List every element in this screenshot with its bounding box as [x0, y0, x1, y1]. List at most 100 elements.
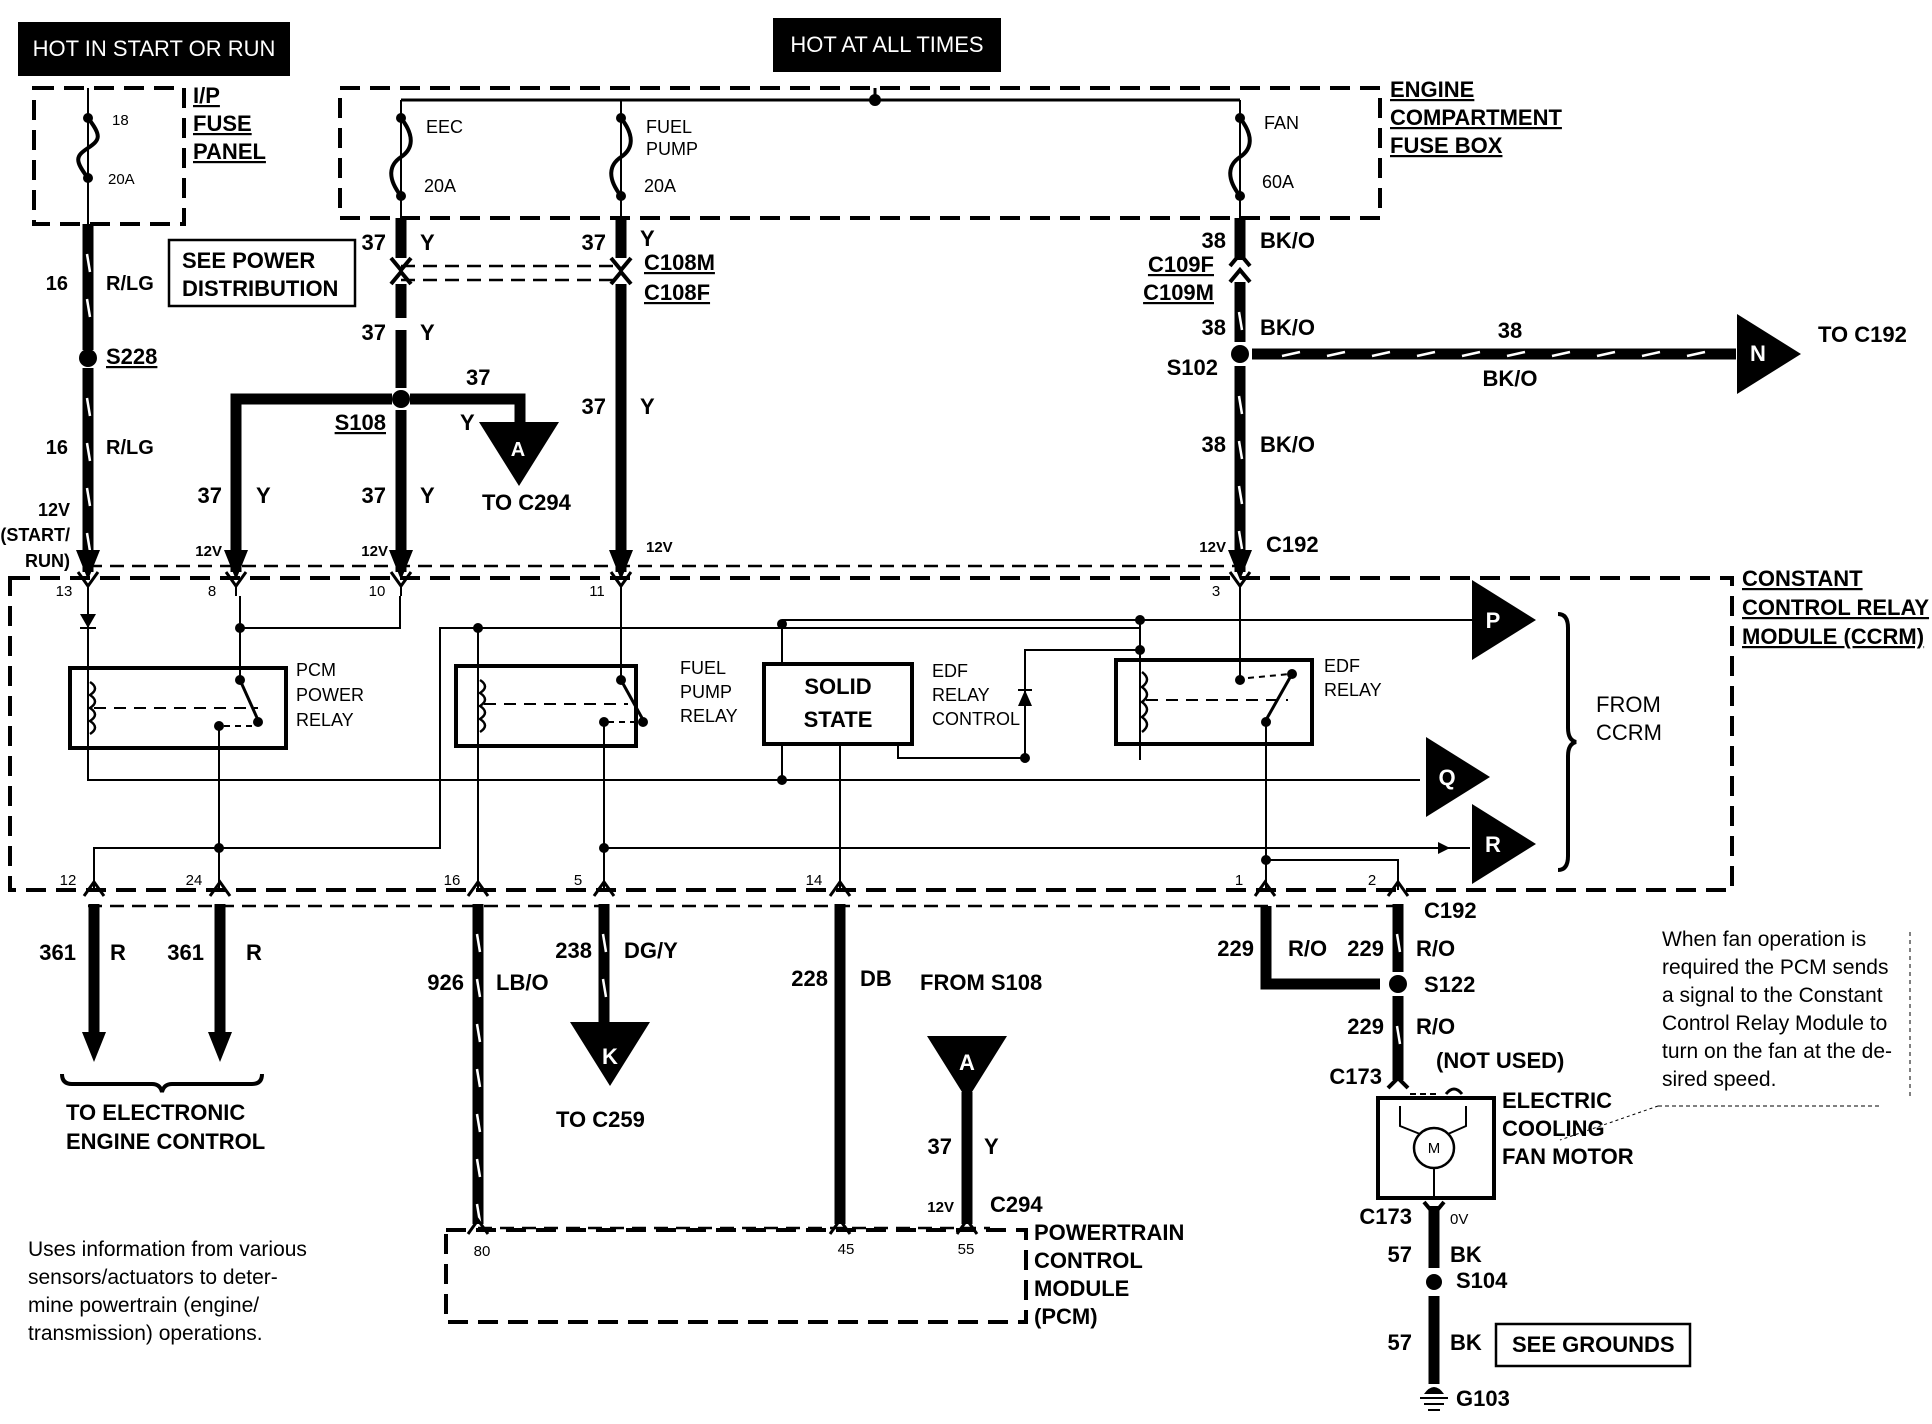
splice-s104: [1426, 1274, 1442, 1290]
pcm-relay-coil-icon: [87, 680, 97, 736]
marker-r: [1472, 804, 1536, 884]
wire-color: BK: [1450, 1330, 1482, 1355]
wire-color: R/LG: [106, 437, 154, 459]
voltage-label: 12V: [646, 539, 673, 556]
pcm-label: MODULE: [1034, 1276, 1129, 1301]
fan-motor-box: [1376, 1096, 1496, 1200]
fuel-pump-relay-coil-icon: [477, 678, 487, 734]
connector-label: C108M: [644, 250, 715, 275]
pin-number: 3: [1212, 583, 1220, 600]
fuse-name: EEC: [426, 117, 463, 137]
marker-k: [570, 1022, 650, 1086]
fuel-pump-fuse-icon: [609, 116, 633, 198]
wire-color: R/O: [1416, 1014, 1455, 1039]
fan-note: Control Relay Module to: [1662, 1012, 1887, 1035]
ip-fuse-panel-label: I/P: [193, 83, 220, 108]
circuit-number: 37: [582, 394, 606, 419]
pin-number: 13: [56, 583, 73, 600]
ccrm-label: MODULE (CCRM): [1742, 624, 1924, 649]
fuse-rating: 20A: [108, 171, 135, 188]
connector-c173-icon: [1422, 1200, 1446, 1218]
wire-stripe: [475, 1113, 482, 1133]
wire-stripe: [1395, 1025, 1402, 1045]
circuit-number: 229: [1217, 936, 1254, 961]
splice-label: S228: [106, 344, 157, 369]
wire-stripe: [601, 978, 608, 998]
wire-stripe: [85, 253, 92, 273]
pin-number: 5: [574, 872, 582, 889]
wire-color: Y: [640, 394, 655, 419]
pin-number: 8: [208, 583, 216, 600]
fuse-rating: 60A: [1262, 172, 1294, 192]
pcm-label: (PCM): [1034, 1304, 1098, 1329]
ccrm-box: [8, 576, 1734, 892]
connector-c108f-icon: [389, 268, 413, 286]
edf-relay-coil-icon: [1139, 671, 1149, 733]
edf-relay-control-label: CONTROL: [932, 709, 1020, 729]
circuit-number: 57: [1388, 1242, 1412, 1267]
wire-color: Y: [420, 483, 435, 508]
wire-stripe: [1686, 350, 1706, 358]
junction-dot: [253, 717, 263, 727]
fan-motor-label: ELECTRIC: [1502, 1088, 1612, 1113]
circuit-number: 238: [555, 938, 592, 963]
voltage-label: 12V: [38, 500, 70, 520]
pin-number: 24: [186, 872, 203, 889]
pcm-note: mine powertrain (engine/: [28, 1294, 259, 1317]
splice-s108: [392, 390, 410, 408]
hot-start-run-header-bg: [18, 22, 290, 76]
pin-number: 16: [444, 872, 461, 889]
see-grounds-label: SEE GROUNDS: [1512, 1332, 1675, 1357]
edf-relay-box: [1114, 658, 1314, 746]
ground-label: G103: [1456, 1386, 1510, 1411]
ip-fuse-panel-label: FUSE: [193, 111, 252, 136]
circuit-number: 37: [362, 320, 386, 345]
note-leader: [1559, 1105, 1659, 1141]
fuse-name: FAN: [1264, 113, 1299, 133]
fuse-name: PUMP: [646, 139, 698, 159]
marker-label: FROM S108: [920, 970, 1042, 995]
wire-stripe: [85, 442, 92, 462]
wire-color: DG/Y: [624, 938, 678, 963]
relay-contact: [1247, 673, 1291, 679]
circuit-number: 37: [928, 1134, 952, 1159]
wire-stripe: [475, 1068, 482, 1088]
fan-note: required the PCM sends: [1662, 956, 1888, 979]
fuse-rating: 20A: [424, 176, 456, 196]
wire-color: BK: [1450, 1242, 1482, 1267]
marker-n: [1737, 314, 1801, 394]
wire-stripe: [85, 487, 92, 507]
marker-letter: P: [1486, 608, 1501, 633]
connector-c108m-icon: [389, 256, 413, 274]
wire-color: DB: [860, 966, 892, 991]
wire-stripe: [1237, 311, 1244, 331]
splice-s102: [1231, 345, 1249, 363]
fan-note: sired speed.: [1662, 1068, 1776, 1091]
pin-number: 11: [589, 583, 605, 600]
ccrm-wire: [1266, 859, 1399, 890]
marker-letter: N: [1750, 341, 1766, 366]
splice-label: S108: [335, 410, 386, 435]
edf-relay-control-label: EDF: [932, 661, 968, 681]
wire-color: BK/O: [1260, 228, 1315, 253]
wire-stripe: [1281, 350, 1301, 358]
brace-icon: [60, 1073, 264, 1093]
arrow-down-icon: [82, 1032, 106, 1062]
connector-label: C173: [1359, 1204, 1412, 1229]
splice-label: S102: [1167, 355, 1218, 380]
engine-fuse-box-label: COMPARTMENT: [1390, 105, 1562, 130]
see-power-distribution-label: DISTRIBUTION: [182, 276, 338, 301]
connector-label: C173: [1329, 1064, 1382, 1089]
hot-all-times-header-bg: [773, 18, 1001, 72]
ccrm-label: CONSTANT: [1742, 566, 1863, 591]
wire-stripe: [1416, 350, 1436, 358]
splice-label: S122: [1424, 972, 1475, 997]
voltage-label: 0V: [1450, 1211, 1468, 1228]
marker-letter: A: [511, 439, 525, 461]
wire-stripe: [1237, 530, 1244, 550]
circuit-number: 38: [1202, 315, 1226, 340]
engine-fuse-box-label: FUSE BOX: [1390, 133, 1503, 158]
junction-dot: [1020, 753, 1030, 763]
relay-contact-icon: [1264, 673, 1294, 721]
connector-label: C109F: [1148, 252, 1214, 277]
